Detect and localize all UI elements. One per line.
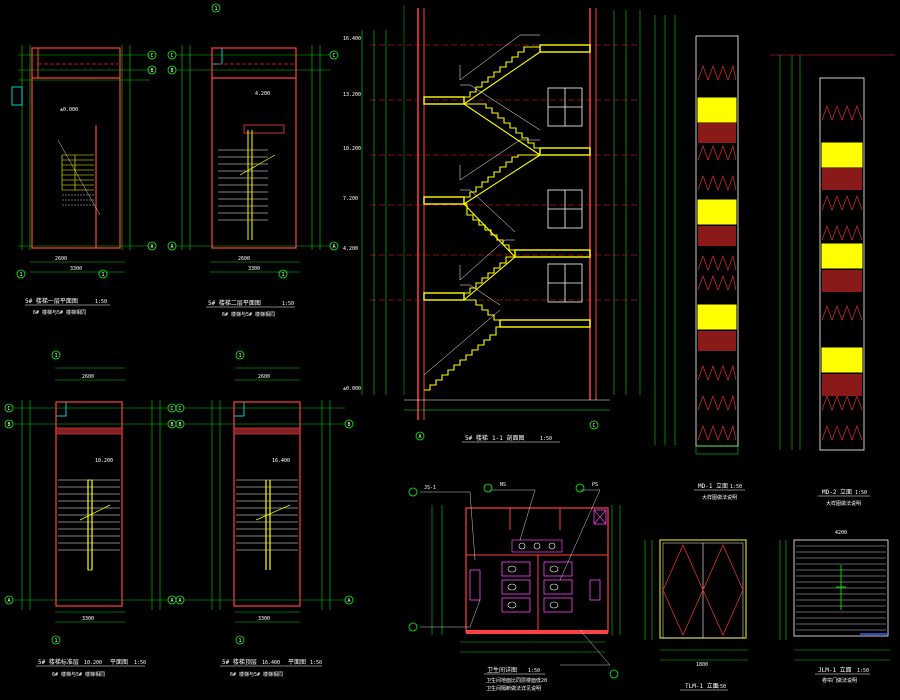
axis-label: A bbox=[170, 598, 173, 604]
plan3-subtitle: 6# 楼梯与5# 楼梯相同 bbox=[52, 671, 105, 678]
axis-label: A bbox=[418, 434, 421, 440]
level-text: 7.200 bbox=[343, 196, 358, 202]
plan4-scale: 1:50 bbox=[310, 660, 322, 666]
elevation1-title: MD-1 立面 bbox=[698, 482, 728, 490]
stair-plan-4: C B A B A 1 1 2600 3300 16.400 5# 楼梯顶层 1… bbox=[175, 350, 354, 678]
dim-text: 3300 bbox=[82, 616, 94, 622]
axis-label: 1 bbox=[281, 272, 284, 278]
toilet-tag: NS bbox=[500, 482, 506, 488]
plan3-scale: 1:50 bbox=[134, 660, 146, 666]
axis-label: C bbox=[7, 406, 10, 412]
axis-label: A bbox=[332, 244, 335, 250]
toilet-tag: PS bbox=[592, 482, 598, 488]
level-text: 4.200 bbox=[255, 91, 270, 97]
level-text: 16.400 bbox=[343, 36, 361, 42]
toilet-note-2: 卫生间隔断做法详见说明 bbox=[486, 685, 541, 692]
door2-title: JLM-1 立面 bbox=[818, 666, 852, 674]
axis-label: C bbox=[170, 53, 173, 59]
dim-text: 2600 bbox=[82, 374, 94, 380]
elevation1-sub: 大样图做法说明 bbox=[702, 494, 737, 501]
plan3-elev: 10.200 bbox=[84, 660, 102, 666]
axis-label: 1 bbox=[54, 353, 57, 359]
axis-label: B bbox=[7, 422, 10, 428]
axis-label: C bbox=[150, 53, 153, 59]
axis-label: 1 bbox=[238, 353, 241, 359]
elevation-md1: MD-1 立面 1:50 大样图做法说明 bbox=[654, 15, 745, 501]
axis-label: A bbox=[7, 598, 10, 604]
plan4-subtitle: 6# 楼梯与5# 楼梯相同 bbox=[230, 671, 283, 678]
dim-text: 3300 bbox=[70, 266, 82, 272]
plan1-scale: 1:50 bbox=[95, 299, 107, 305]
plan1-subtitle: 6# 楼梯与5# 楼梯相同 bbox=[33, 309, 86, 316]
stair-plan-2: C B A C A 1 1 2600 3300 4.200 5# 楼梯二层平面图… bbox=[167, 3, 339, 318]
plan2-subtitle: 6# 楼梯与5# 楼梯相同 bbox=[222, 311, 275, 318]
section-title: 5# 楼梯 bbox=[465, 434, 488, 442]
elevation2-sub: 大样图做法说明 bbox=[826, 500, 861, 507]
toilet-title: 卫生间详图 bbox=[487, 666, 517, 674]
axis-label: 1 bbox=[214, 6, 217, 12]
axis-label: B bbox=[150, 68, 153, 74]
axis-label: C bbox=[592, 423, 595, 429]
level-text: 10.200 bbox=[95, 458, 113, 464]
level-text: 13.200 bbox=[343, 92, 361, 98]
axis-label: A bbox=[178, 598, 181, 604]
plan3-title: 5# 楼梯标准层 bbox=[38, 658, 79, 666]
dim-text: 2600 bbox=[258, 374, 270, 380]
axis-label: 1 bbox=[54, 638, 57, 644]
plan4-title: 5# 楼梯顶层 bbox=[222, 658, 257, 666]
axis-label: B bbox=[347, 422, 350, 428]
plan1-title: 5# 楼梯一层平面图 bbox=[25, 297, 78, 305]
level-text: 4.200 bbox=[343, 246, 358, 252]
dim-text: 2600 bbox=[55, 256, 67, 262]
axis-label: A bbox=[150, 244, 153, 250]
elevation2-title: MD-2 立面 bbox=[822, 488, 852, 496]
door-jlm1: JLM-1 立面 1:50 卷帘门做法说明 4200 bbox=[779, 530, 890, 684]
plan4-elev: 16.400 bbox=[262, 660, 280, 666]
axis-label: C bbox=[332, 53, 335, 59]
stair-section: A C 16.400 13.200 10.200 7.200 4.200 ±0.… bbox=[343, 5, 641, 443]
door-tlm1: TLM-1 立面 1:50 1800 bbox=[644, 539, 748, 691]
door1-title: TLM-1 立面 bbox=[685, 682, 719, 690]
door2-scale: 1:50 bbox=[857, 668, 869, 674]
dim-text: 2600 bbox=[238, 256, 250, 262]
elevation2-scale: 1:50 bbox=[855, 490, 867, 496]
toilet-scale: 1:50 bbox=[528, 668, 540, 674]
plan2-scale: 1:50 bbox=[282, 301, 294, 307]
axis-label: B bbox=[170, 422, 173, 428]
axis-label: C bbox=[170, 406, 173, 412]
axis-label: C bbox=[178, 406, 181, 412]
dim-text: 1800 bbox=[696, 662, 708, 668]
toilet-note-1: 卫生间地面比同层楼面低20 bbox=[486, 677, 547, 684]
axis-label: B bbox=[178, 422, 181, 428]
door1-scale: 1:50 bbox=[714, 684, 726, 690]
stair-plan-1: C B A 1 1 2600 3300 ±0.000 5# 楼梯一层平面图 1:… bbox=[11, 45, 157, 316]
axis-label: A bbox=[170, 244, 173, 250]
axis-label: 1 bbox=[101, 272, 104, 278]
plan2-title: 5# 楼梯二层平面图 bbox=[208, 299, 261, 307]
section-scale: 1:50 bbox=[540, 436, 552, 442]
dim-text: 4200 bbox=[835, 530, 847, 536]
plan4-title-tail: 平面图 bbox=[288, 659, 306, 666]
toilet-tag: JS-1 bbox=[424, 485, 436, 491]
dim-text: 3300 bbox=[258, 616, 270, 622]
plan3-title-tail: 平面图 bbox=[110, 659, 128, 666]
axis-label: A bbox=[347, 598, 350, 604]
stair-plan-3: C B A C B A 1 1 2600 3300 10.200 5# 楼梯标准… bbox=[4, 350, 177, 678]
axis-label: B bbox=[170, 68, 173, 74]
toilet-detail: JS-1 NS PS 卫生间详图 1:50 卫生间地面比同层楼面低20 卫生间隔… bbox=[408, 482, 621, 692]
level-text: 10.200 bbox=[343, 146, 361, 152]
elevation1-scale: 1:50 bbox=[730, 484, 742, 490]
door2-sub: 卷帘门做法说明 bbox=[822, 677, 857, 684]
axis-label: 1 bbox=[238, 638, 241, 644]
level-text: 16.400 bbox=[272, 458, 290, 464]
dim-text: 3300 bbox=[248, 266, 260, 272]
level-text: ±0.000 bbox=[343, 386, 361, 392]
level-text: ±0.000 bbox=[60, 107, 78, 113]
section-cut: 1-1 剖面图 bbox=[492, 434, 524, 442]
axis-label: 1 bbox=[19, 272, 22, 278]
elevation-md2: MD-2 立面 1:50 大样图做法说明 bbox=[770, 54, 895, 507]
